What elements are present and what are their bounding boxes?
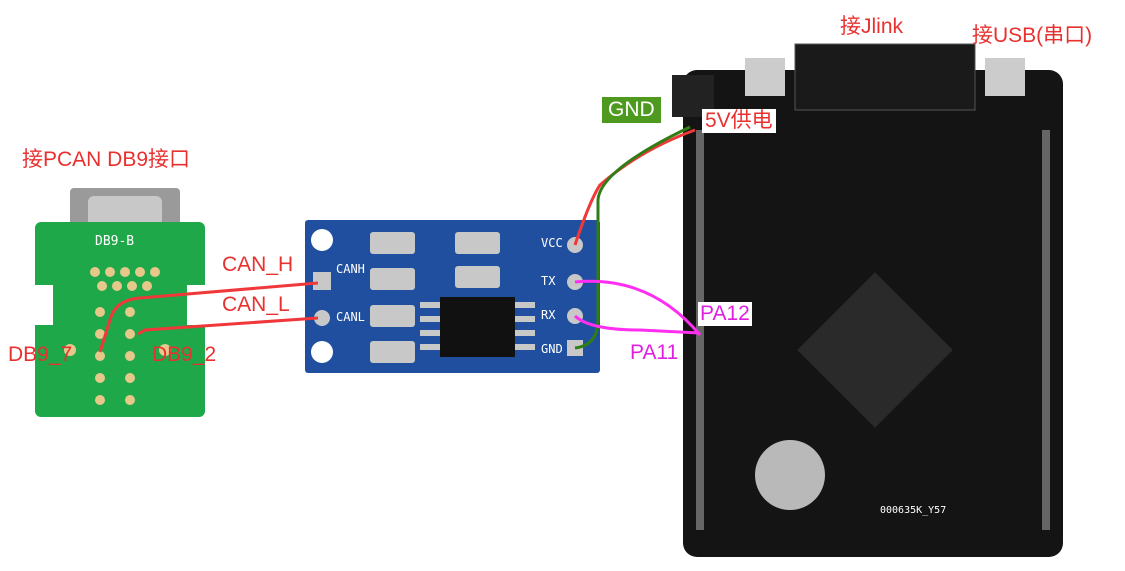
- can-l-label: CAN_L: [222, 293, 290, 316]
- can-l-wire: [137, 316, 319, 336]
- jlink-label: 接Jlink: [840, 15, 904, 38]
- tx-wire: [574, 279, 702, 336]
- mcu-board-silk: 000635K_Y57: [880, 505, 947, 516]
- pa11-label: PA11: [628, 341, 681, 365]
- pin-gnd: GND: [541, 342, 563, 356]
- vcc-wire: [573, 128, 696, 246]
- rx-wire: [573, 314, 701, 335]
- pin-canl: CANL: [336, 310, 365, 324]
- pin-vcc: VCC: [541, 236, 563, 250]
- db9-board-mark: B: [42, 296, 51, 312]
- usb-label: 接USB(串口): [972, 24, 1093, 47]
- gnd-wire: [574, 125, 691, 350]
- pin-tx: TX: [541, 274, 556, 288]
- gnd-label: GND: [600, 95, 663, 125]
- can-h-label: CAN_H: [222, 253, 294, 276]
- can-h-wire: [98, 281, 319, 353]
- db9-board-silk: DB9-B: [95, 234, 135, 249]
- power-5v-label: 5V供电: [702, 109, 776, 133]
- db9-7-label: DB9_7: [8, 343, 73, 366]
- db9-2-label: DB9_2: [152, 343, 217, 366]
- pin-rx: RX: [541, 308, 556, 322]
- db9-adapter-board: [35, 188, 205, 417]
- stm32-board: [672, 43, 1063, 557]
- db9-title-label: 接PCAN DB9接口: [22, 148, 191, 171]
- pin-canh: CANH: [336, 262, 365, 276]
- can-transceiver-module: [305, 220, 600, 373]
- pa12-label: PA12: [698, 302, 752, 326]
